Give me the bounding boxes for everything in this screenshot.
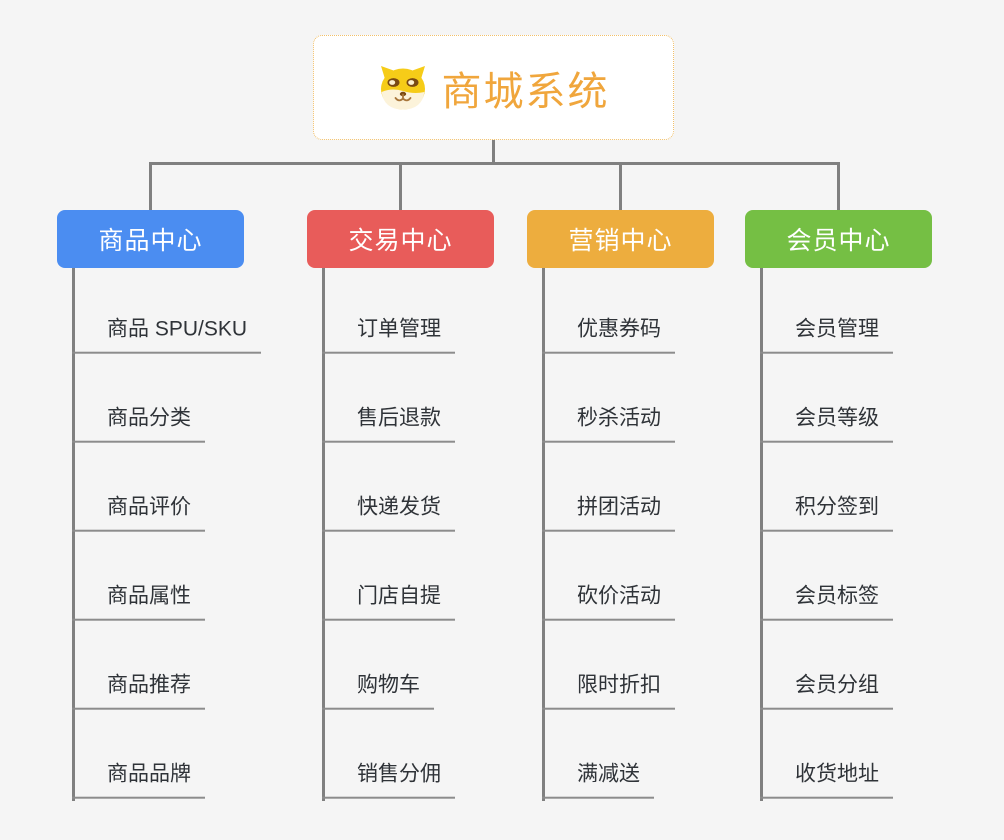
topic-item[interactable]: 快递发货 xyxy=(322,494,455,532)
topic-item[interactable]: 收货地址 xyxy=(760,761,893,799)
branch-label: 商品中心 xyxy=(98,227,203,255)
topic-item[interactable]: 商品品牌 xyxy=(72,761,205,799)
branch-node-trade-center[interactable]: 交易中心 xyxy=(307,210,494,268)
dog-face-icon xyxy=(378,65,428,111)
root-stem-line xyxy=(491,140,495,165)
branch-drop-line xyxy=(149,162,152,210)
bus-line xyxy=(149,162,840,165)
topic-item[interactable]: 订单管理 xyxy=(322,316,455,354)
topic-item[interactable]: 商品分类 xyxy=(72,405,205,443)
topic-item[interactable]: 商品 SPU/SKU xyxy=(72,316,262,354)
topic-item[interactable]: 会员等级 xyxy=(760,405,893,443)
branch-drop-line xyxy=(619,162,622,210)
branch-trunk-line xyxy=(542,268,545,801)
topic-item[interactable]: 满减送 xyxy=(542,761,654,799)
topic-item[interactable]: 会员标签 xyxy=(760,583,893,621)
topic-item[interactable]: 购物车 xyxy=(322,672,434,710)
topic-item[interactable]: 限时折扣 xyxy=(542,672,675,710)
topic-item[interactable]: 门店自提 xyxy=(322,583,455,621)
branch-trunk-line xyxy=(322,268,325,801)
topic-item[interactable]: 商品推荐 xyxy=(72,672,205,710)
branch-label: 营销中心 xyxy=(568,227,673,255)
branch-label: 交易中心 xyxy=(348,227,453,255)
topic-item[interactable]: 会员管理 xyxy=(760,316,893,354)
topic-item[interactable]: 销售分佣 xyxy=(322,761,455,799)
root-node[interactable]: 商城系统 xyxy=(313,35,674,140)
branch-label: 会员中心 xyxy=(786,227,891,255)
topic-item[interactable]: 砍价活动 xyxy=(542,583,675,621)
branch-node-product-center[interactable]: 商品中心 xyxy=(57,210,244,268)
topic-item[interactable]: 积分签到 xyxy=(760,494,893,532)
topic-item[interactable]: 秒杀活动 xyxy=(542,405,675,443)
branch-drop-line xyxy=(399,162,402,210)
branch-node-marketing-center[interactable]: 营销中心 xyxy=(527,210,714,268)
branch-drop-line xyxy=(837,162,840,210)
topic-item[interactable]: 商品评价 xyxy=(72,494,205,532)
topic-item[interactable]: 商品属性 xyxy=(72,583,205,621)
branch-trunk-line xyxy=(72,268,75,801)
branch-node-member-center[interactable]: 会员中心 xyxy=(745,210,932,268)
topic-item[interactable]: 拼团活动 xyxy=(542,494,675,532)
branch-trunk-line xyxy=(760,268,763,801)
topic-item[interactable]: 会员分组 xyxy=(760,672,893,710)
topic-item[interactable]: 优惠券码 xyxy=(542,316,675,354)
root-title: 商城系统 xyxy=(441,69,610,114)
topic-item[interactable]: 售后退款 xyxy=(322,405,455,443)
